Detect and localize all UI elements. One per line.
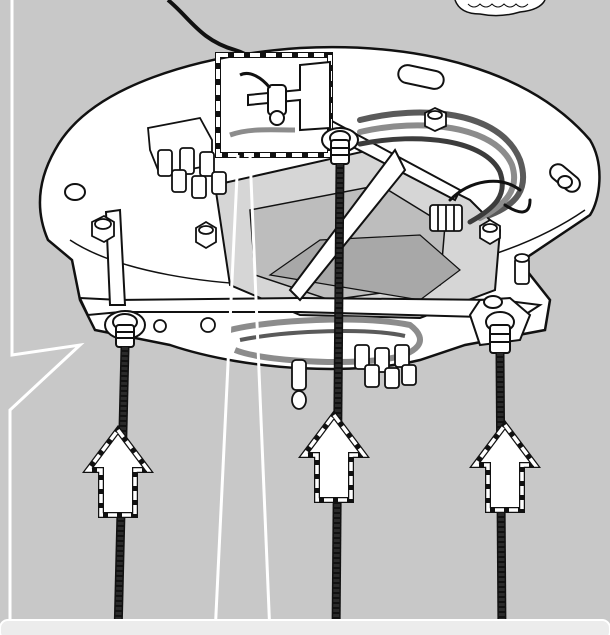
connector-plug-lower — [291, 344, 417, 410]
screw-icon — [424, 107, 447, 132]
top-right-decoration — [454, 0, 546, 17]
screw-icon — [479, 218, 501, 246]
screw-icon — [91, 214, 115, 244]
wiring-loom — [357, 109, 532, 225]
screws — [91, 107, 530, 333]
arrow-up-icon-dash — [471, 422, 539, 512]
mounting-slots — [64, 64, 581, 201]
callout-lines-left — [8, 0, 85, 635]
arrow-up-icon-dash — [300, 412, 368, 502]
cable-gland-icon — [104, 310, 146, 348]
screw-icon — [195, 220, 217, 250]
connector-plug-upper — [147, 116, 227, 199]
arrow-up-icon-dash — [84, 427, 152, 517]
braided-cable — [333, 163, 343, 635]
detail-callout — [213, 52, 333, 635]
bottom-panel — [0, 619, 610, 635]
support-frame — [78, 118, 543, 320]
braided-cable — [115, 346, 128, 635]
screw-icon — [514, 253, 530, 285]
insertion-arrows — [82, 410, 541, 518]
terminal-block — [429, 204, 463, 232]
nut-icon — [153, 317, 216, 333]
cable-gland-icon — [321, 127, 359, 165]
